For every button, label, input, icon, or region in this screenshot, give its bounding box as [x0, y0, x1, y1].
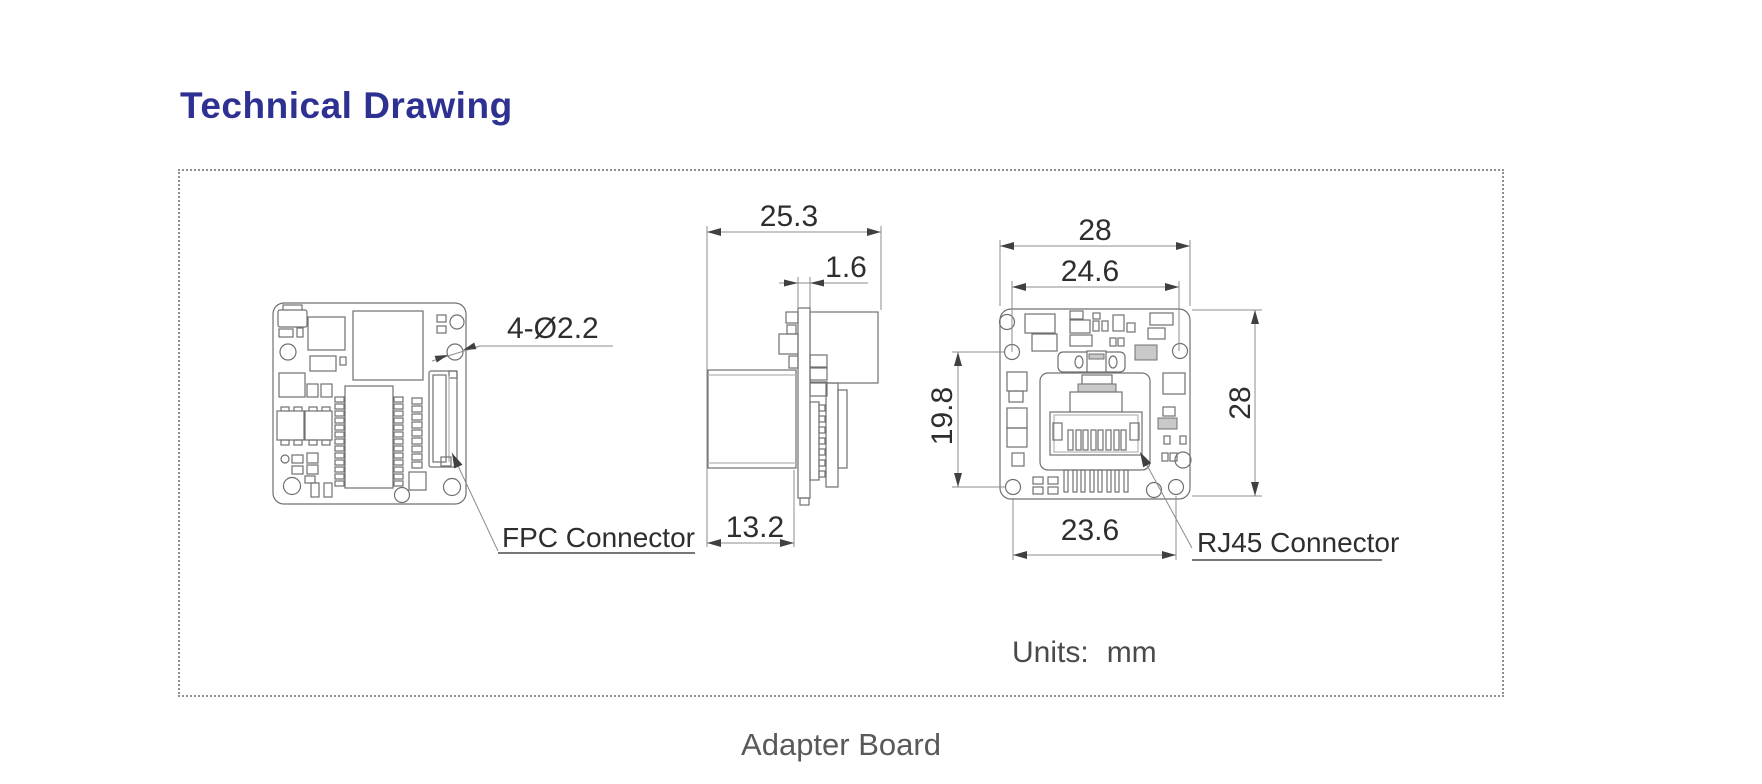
dim-hole-spacing-h: 24.6: [1011, 255, 1180, 352]
ic-pins-left: [334, 396, 345, 487]
dim-total-depth: 25.3: [707, 200, 881, 236]
ic-pins-right: [393, 396, 404, 487]
units-label: Units:: [1012, 636, 1089, 669]
rj45-connector-label: RJ45 Connector: [1140, 452, 1399, 561]
side-fpc-profile: [809, 382, 848, 488]
side-small-components: [778, 311, 828, 506]
back-view: 28 24.6 19.8 28: [926, 214, 1399, 561]
dim-hole-spacing-v-text: 19.8: [926, 387, 959, 445]
units-value: mm: [1106, 636, 1157, 669]
fpc-connector-label: FPC Connector: [451, 452, 695, 554]
fpc-connector: [428, 370, 458, 468]
rj45-label-text: RJ45 Connector: [1197, 527, 1399, 558]
dim-connector-depth: 13.2: [707, 470, 795, 547]
page-title: Technical Drawing: [180, 85, 513, 126]
rj45-connector: [1039, 350, 1151, 493]
side-rear-module: [809, 311, 879, 384]
dim-board-width-text: 28: [1078, 214, 1111, 247]
dim-board-height-text: 28: [1224, 386, 1257, 419]
dim-pcb-thickness: 1.6: [779, 251, 868, 311]
rj45-pin-slots: [1067, 429, 1127, 451]
front-main-ic: [334, 385, 423, 489]
dim-total-depth-text: 25.3: [760, 200, 818, 233]
back-mounting-holes: [998, 313, 1192, 499]
dim-hole-spacing-v: 19.8: [926, 351, 1005, 488]
drawing-caption: Adapter Board: [741, 727, 941, 762]
side-rj45-body: [707, 369, 797, 469]
drawing-border-frame: [178, 169, 1504, 697]
dim-board-height: 28: [1192, 309, 1262, 497]
front-mounting-holes: [279, 314, 465, 504]
hole-callout-text: 4-Ø2.2: [507, 312, 599, 345]
dim-bottom-hole-spacing: 23.6: [1012, 496, 1177, 560]
dim-connector-depth-text: 13.2: [726, 511, 784, 544]
front-view: 4-Ø2.2 FPC Connector: [272, 302, 695, 554]
units-note: Units: mm: [1012, 636, 1157, 670]
fpc-label-text: FPC Connector: [502, 522, 695, 553]
dim-pcb-thickness-text: 1.6: [825, 251, 867, 284]
via-column: [411, 397, 423, 469]
dim-hole-spacing-h-text: 24.6: [1061, 255, 1119, 288]
rj45-through-pins: [1063, 469, 1129, 493]
dim-bottom-hole-spacing-text: 23.6: [1061, 514, 1119, 547]
side-profile: [707, 307, 879, 506]
hole-diameter-callout: 4-Ø2.2: [431, 312, 613, 363]
side-pcb: [797, 307, 811, 499]
back-board-components: [1006, 310, 1187, 495]
dim-board-width: 28: [999, 214, 1191, 306]
side-view: 25.3 1.6: [706, 200, 882, 547]
front-board-components: [276, 304, 447, 498]
